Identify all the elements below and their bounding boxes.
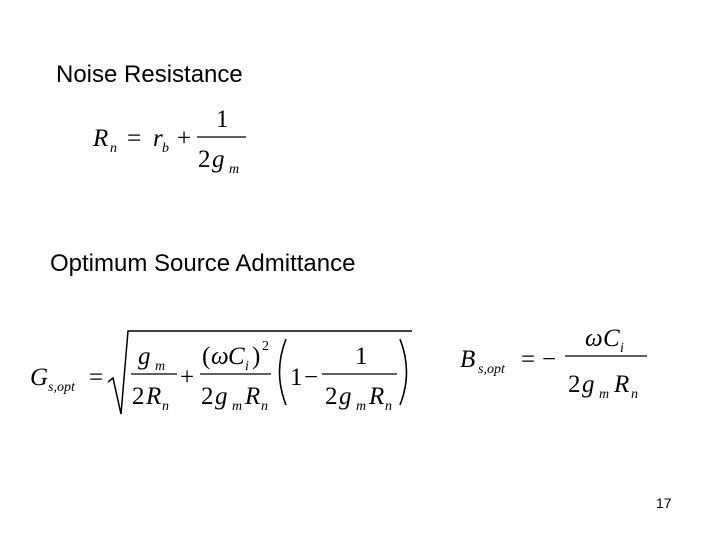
eq2-f2-num-C: C	[228, 343, 245, 370]
eq3-num-omega: ω	[585, 325, 603, 352]
eq1-lhs-symbol: R	[92, 125, 108, 152]
eq2-f1-num-sub: m	[155, 359, 165, 374]
eq1-r-sub: b	[162, 141, 169, 156]
eq2-f1-den-two: 2	[132, 383, 145, 410]
eq2-f2-den-gsub: m	[232, 399, 242, 414]
eq3-num-C: C	[603, 325, 620, 352]
eq1-equals: =	[127, 125, 141, 152]
eq2-paren-one: 1	[290, 364, 303, 391]
eq2-f1-den-sub: n	[162, 399, 169, 414]
eq3-lhs-sub: s,opt	[478, 362, 506, 377]
eq2-f2-num-sub: i	[245, 359, 249, 374]
eq1-den-g: g	[212, 146, 225, 173]
eq2-sqrt-sign	[107, 330, 412, 415]
eq3-den-two: 2	[568, 371, 581, 398]
eq2-left-paren	[278, 338, 287, 406]
eq3-lhs-symbol: B	[460, 346, 475, 373]
eq2-f1-num-g: g	[138, 343, 151, 370]
eq3-equals: =	[521, 346, 535, 373]
eq2-f2-num-exp: 2	[262, 339, 269, 354]
eq1-r-symbol: r	[153, 125, 163, 152]
eq3-den-R: R	[613, 371, 629, 398]
eq2-f2-den-R: R	[244, 383, 260, 410]
eq2-f2-num-close: )	[252, 343, 260, 370]
eq3-den-g: g	[582, 371, 595, 398]
eq2-f2-den-g: g	[215, 383, 228, 410]
eq3-num-sub: i	[620, 341, 624, 356]
eq3-den-gsub: m	[599, 387, 609, 402]
heading-optimum-source-admittance: Optimum Source Admittance	[50, 250, 356, 277]
eq2-f3-den-Rsub: n	[385, 399, 392, 414]
eq2-f3-den-gsub: m	[356, 399, 366, 414]
eq2-f2-den-Rsub: n	[261, 399, 268, 414]
heading-noise-resistance: Noise Resistance	[56, 61, 243, 88]
eq2-right-paren	[399, 338, 408, 406]
eq2-f3-den-R: R	[368, 383, 384, 410]
eq2-plus: +	[180, 364, 194, 391]
eq2-f3-num: 1	[355, 343, 368, 370]
eq1-lhs-sub: n	[110, 141, 117, 156]
eq1-den-two: 2	[198, 146, 211, 173]
eq2-lhs-symbol: G	[30, 364, 48, 391]
eq2-f1-den-R: R	[145, 383, 161, 410]
eq1-plus: +	[177, 125, 191, 152]
eq2-f2-num-omega: ω	[211, 343, 229, 370]
eq2-equals: =	[89, 364, 103, 391]
eq1-den-g-sub: m	[229, 162, 239, 177]
eq2-f2-den-two: 2	[201, 383, 214, 410]
eq2-lhs-sub: s,opt	[48, 380, 76, 395]
page-number: 17	[656, 495, 672, 511]
eq2-f3-den-two: 2	[325, 383, 338, 410]
eq2-f2-num-open: (	[202, 343, 210, 370]
eq2-minus: −	[304, 364, 318, 391]
eq1-numerator: 1	[216, 106, 229, 133]
eq3-minus: −	[542, 346, 556, 373]
eq2-f3-den-g: g	[339, 383, 352, 410]
eq3-den-Rsub: n	[631, 387, 638, 402]
